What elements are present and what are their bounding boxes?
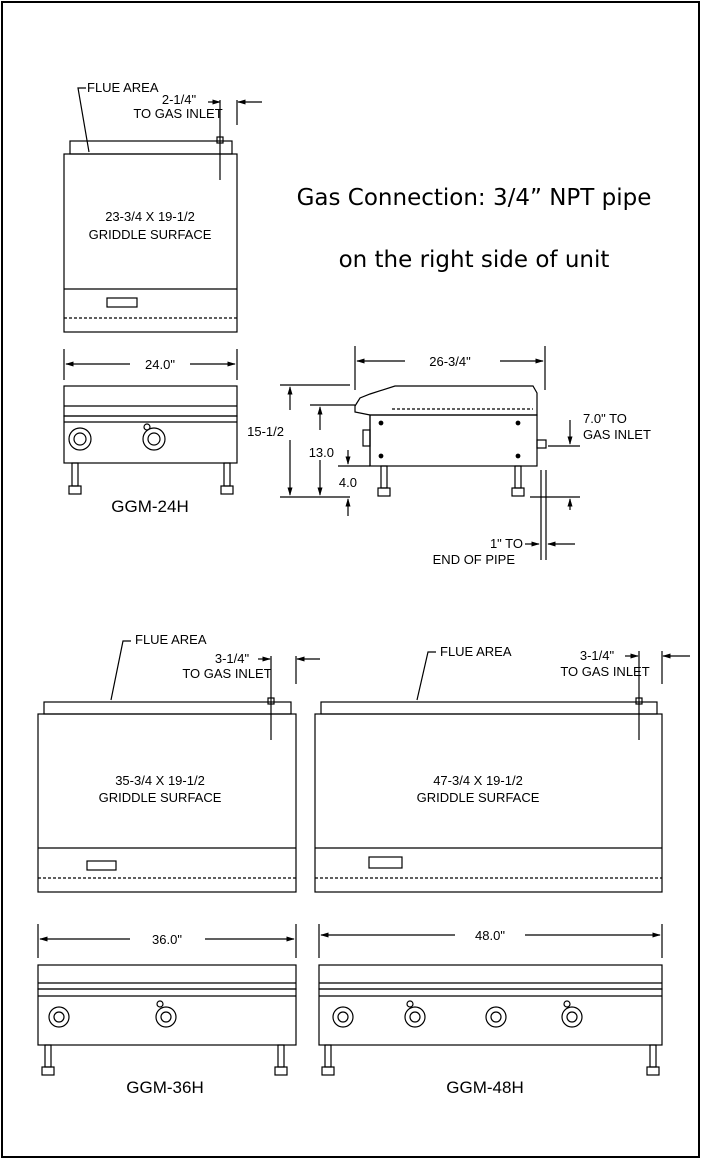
ggm36-model-label: GGM-36H bbox=[126, 1078, 203, 1097]
ggm36-flue-area-label: FLUE AREA bbox=[135, 632, 207, 647]
ggm36-top-view bbox=[37, 640, 320, 893]
ggm36-width-label: 36.0" bbox=[152, 932, 182, 947]
ggm36-front-view bbox=[37, 924, 297, 1076]
ggm48-surface-size: 47-3/4 X 19-1/2 bbox=[433, 773, 523, 788]
ggm36-inlet-offset-label: 3-1/4" bbox=[215, 651, 250, 666]
side-overall-height-label: 15-1/2 bbox=[247, 424, 284, 439]
side-pipe-end-line1: 1" TO bbox=[490, 536, 523, 551]
ggm24-to-gas-inlet-label: TO GAS INLET bbox=[133, 106, 222, 121]
ggm24-top-view bbox=[63, 87, 262, 333]
gas-connection-heading: Gas Connection: 3/4” NPT pipe bbox=[297, 185, 652, 211]
side-view bbox=[280, 346, 580, 560]
ggm48-surface-label: GRIDDLE SURFACE bbox=[417, 790, 540, 805]
ggm48-to-gas-inlet-label: TO GAS INLET bbox=[560, 664, 649, 679]
ggm48-flue-area-label: FLUE AREA bbox=[440, 644, 512, 659]
ggm24-surface-size: 23-3/4 X 19-1/2 bbox=[105, 209, 195, 224]
ggm36-to-gas-inlet-label: TO GAS INLET bbox=[182, 666, 271, 681]
ggm48-inlet-offset-label: 3-1/4" bbox=[580, 648, 615, 663]
side-pipe-end-line2: END OF PIPE bbox=[433, 552, 516, 567]
side-leg-height-label: 4.0 bbox=[339, 475, 357, 490]
ggm24-flue-area-label: FLUE AREA bbox=[87, 80, 159, 95]
ggm36-surface-label: GRIDDLE SURFACE bbox=[99, 790, 222, 805]
ggm48-front-view bbox=[318, 924, 663, 1076]
ggm24-inlet-offset-label: 2-1/4" bbox=[162, 92, 197, 107]
ggm24-surface-label: GRIDDLE SURFACE bbox=[89, 227, 212, 242]
gas-connection-subheading: on the right side of unit bbox=[339, 247, 610, 273]
ggm48-top-view bbox=[314, 651, 690, 893]
side-depth-label: 26-3/4" bbox=[429, 354, 471, 369]
ggm24-width-label: 24.0" bbox=[145, 357, 175, 372]
side-inlet-height-line1: 7.0" TO bbox=[583, 411, 627, 426]
ggm24-model-label: GGM-24H bbox=[111, 497, 188, 516]
ggm48-model-label: GGM-48H bbox=[446, 1078, 523, 1097]
side-cook-height-label: 13.0 bbox=[309, 445, 334, 460]
ggm48-width-label: 48.0" bbox=[475, 928, 505, 943]
ggm24-front-view bbox=[63, 349, 238, 495]
ggm36-surface-size: 35-3/4 X 19-1/2 bbox=[115, 773, 205, 788]
side-inlet-height-line2: GAS INLET bbox=[583, 427, 651, 442]
